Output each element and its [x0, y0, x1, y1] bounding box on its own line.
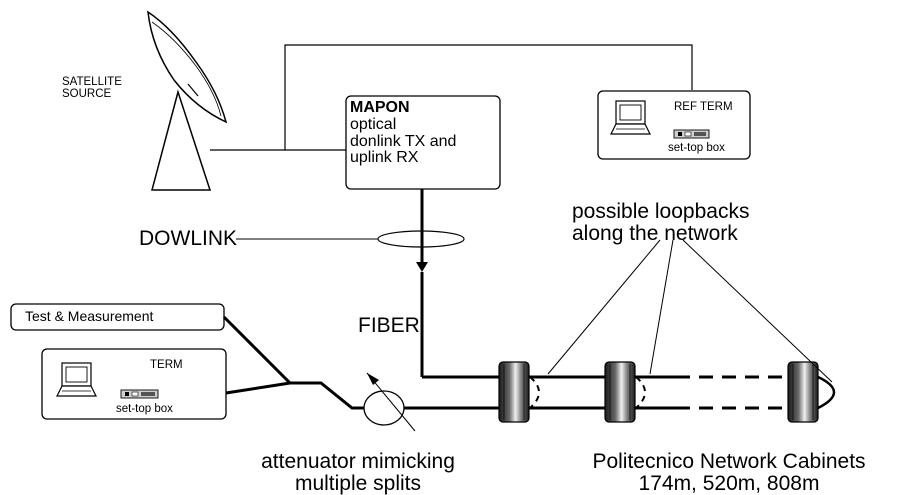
loopback-dashed-arcs	[529, 376, 646, 409]
fiber-label: FIBER	[358, 314, 420, 337]
satellite-dish-icon	[147, 10, 228, 191]
test-measurement-label: Test & Measurement	[25, 308, 154, 324]
fiber-dashed-links	[676, 375, 788, 410]
cabinet-1-icon	[498, 361, 530, 423]
signal-lines	[210, 44, 693, 151]
ref-term-stb-label: set-top box	[668, 142, 725, 154]
fiber-cabinet-links	[528, 375, 676, 410]
loopbacks-label: possible loopbacks along the network	[572, 200, 750, 246]
cabinets-label: Politecnico Network Cabinets 174m, 520m,…	[592, 450, 866, 495]
attenuator-ellipse	[363, 390, 405, 426]
term-set-top-box-icon	[120, 389, 159, 399]
cabinet-3-icon	[787, 361, 819, 423]
ref-term-title: REF TERM	[674, 101, 733, 113]
loopback-callout-lines	[547, 239, 833, 383]
mapon-text: MAPON optical donlink TX and uplink RX	[350, 99, 457, 167]
uplink-fiber	[222, 315, 500, 410]
cabinet-2-icon	[604, 361, 636, 423]
attenuator-label: attenuator mimicking multiple splits	[261, 450, 455, 495]
term-laptop-icon	[56, 362, 97, 397]
mapon-title: MAPON	[350, 99, 410, 116]
ref-term-laptop-icon	[610, 100, 651, 135]
downlink-fiber	[236, 189, 500, 379]
loopback-final-arc	[817, 375, 836, 410]
downlink-label: DOWLINK	[139, 227, 238, 250]
attenuator-arrow	[366, 372, 416, 432]
satellite-label: SATELLITE SOURCE	[62, 76, 122, 101]
term-title: TERM	[150, 359, 183, 371]
term-stb-label: set-top box	[116, 403, 173, 415]
ref-term-set-top-box-icon	[673, 129, 710, 139]
